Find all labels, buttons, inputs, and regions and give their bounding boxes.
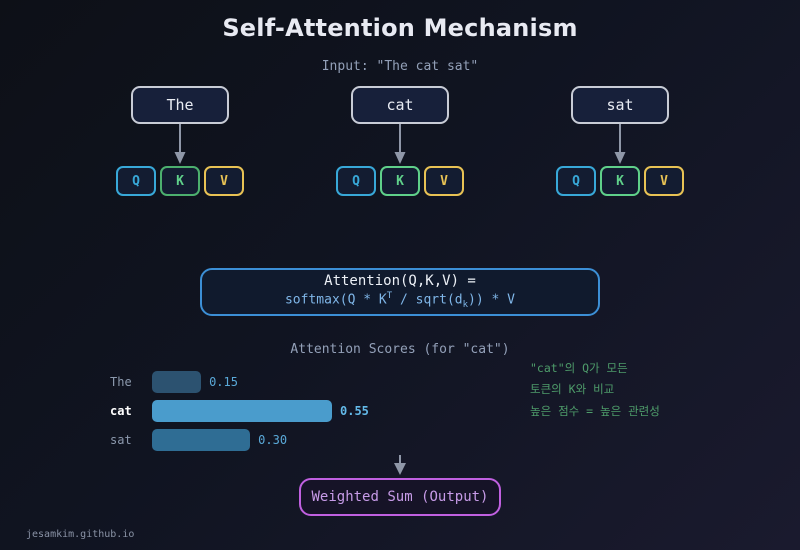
footer-site-label: jesamkim.github.io <box>26 529 135 540</box>
score-row-cat: cat 0.55 <box>110 400 369 422</box>
score-label-sat: sat <box>110 433 132 447</box>
qkv-v-the[interactable]: V <box>204 166 244 196</box>
token-box-sat[interactable]: sat <box>571 86 669 124</box>
token-column-the: The Q K V <box>90 86 270 196</box>
score-bar-the <box>152 371 202 393</box>
down-arrow-icon <box>174 124 186 164</box>
down-arrow-icon <box>614 124 626 164</box>
score-value-cat: 0.55 <box>340 404 369 418</box>
score-label-the: The <box>110 375 132 389</box>
score-row-sat: sat 0.30 <box>110 429 287 451</box>
qkv-v-cat[interactable]: V <box>424 166 464 196</box>
score-label-cat: cat <box>110 404 132 418</box>
qkv-row-cat: Q K V <box>310 166 490 196</box>
qkv-row-sat: Q K V <box>530 166 710 196</box>
token-box-cat[interactable]: cat <box>351 86 449 124</box>
annotation-line-3: 높은 점수 = 높은 관련성 <box>530 403 660 418</box>
qkv-k-the[interactable]: K <box>160 166 200 196</box>
output-down-arrow-icon <box>394 455 406 475</box>
annotation-line-1: "cat"의 Q가 모든 <box>530 361 628 375</box>
token-column-sat: sat Q K V <box>530 86 710 196</box>
qkv-v-sat[interactable]: V <box>644 166 684 196</box>
score-bar-cat <box>152 400 332 422</box>
formula-subscript-k: k <box>462 299 469 310</box>
qkv-row-the: Q K V <box>90 166 270 196</box>
formula-line-2: softmax(Q * KT / sqrt(dk)) * V <box>285 291 515 311</box>
qkv-q-sat[interactable]: Q <box>556 166 596 196</box>
qkv-k-sat[interactable]: K <box>600 166 640 196</box>
formula-superscript-t: T <box>386 290 393 301</box>
token-column-cat: cat Q K V <box>310 86 490 196</box>
page-title: Self-Attention Mechanism <box>222 14 578 42</box>
input-caption: Input: "The cat sat" <box>321 59 479 74</box>
formula-mid: / sqrt(d <box>392 291 463 307</box>
qkv-q-cat[interactable]: Q <box>336 166 376 196</box>
qkv-q-the[interactable]: Q <box>116 166 156 196</box>
annotation-line-2: 토큰의 K와 비교 <box>530 382 615 397</box>
qkv-k-cat[interactable]: K <box>380 166 420 196</box>
annotation-note: "cat"의 Q가 모든 토큰의 K와 비교 높은 점수 = 높은 관련성 <box>530 358 660 422</box>
score-bar-sat <box>152 429 251 451</box>
down-arrow-icon <box>394 124 406 164</box>
score-value-sat: 0.30 <box>258 433 288 447</box>
token-to-qkv-arrow <box>310 124 490 166</box>
formula-prefix: softmax(Q * K <box>284 291 387 307</box>
attention-formula-box: Attention(Q,K,V) = softmax(Q * KT / sqrt… <box>200 268 600 316</box>
formula-suffix: )) * V <box>468 291 515 307</box>
score-value-the: 0.15 <box>209 375 238 389</box>
weighted-sum-output-box[interactable]: Weighted Sum (Output) <box>299 478 501 516</box>
formula-line-1: Attention(Q,K,V) = <box>324 273 476 290</box>
attention-scores-heading: Attention Scores (for "cat") <box>290 342 510 357</box>
token-to-qkv-arrow <box>530 124 710 166</box>
score-row-the: The 0.15 <box>110 371 238 393</box>
token-box-the[interactable]: The <box>131 86 229 124</box>
token-to-qkv-arrow <box>90 124 270 166</box>
